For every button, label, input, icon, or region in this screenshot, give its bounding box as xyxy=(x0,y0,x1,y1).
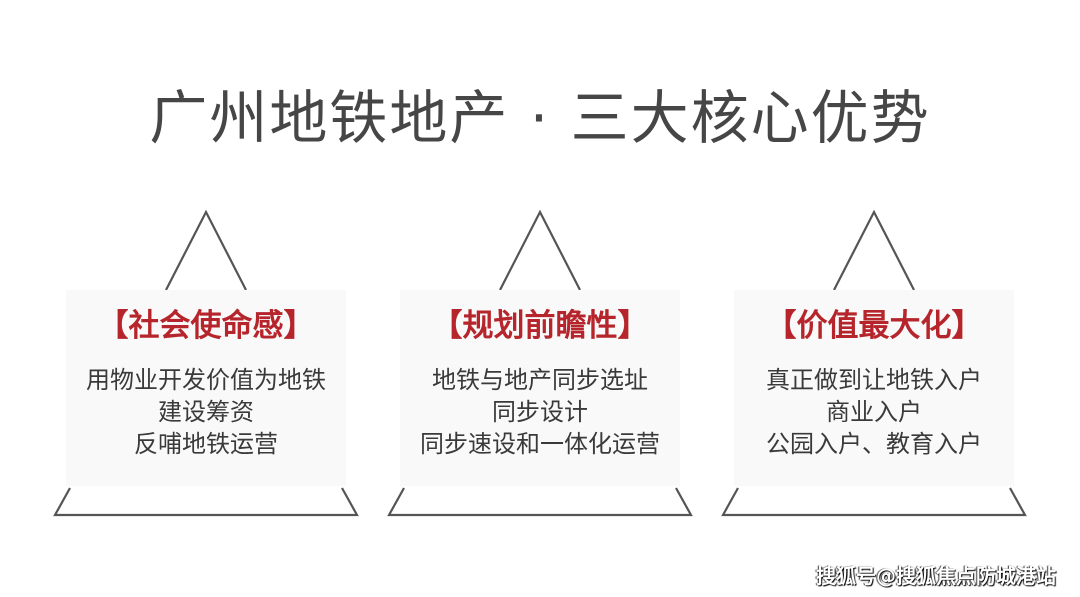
triangle-base-2 xyxy=(387,487,693,517)
triangle-apex-1 xyxy=(165,209,247,291)
pillar-line: 反哺地铁运营 xyxy=(134,430,278,458)
triangle-apex-3 xyxy=(833,209,915,291)
triangle-apex-2 xyxy=(499,209,581,291)
pillar-line: 建设筹资 xyxy=(158,398,254,426)
pillar-line: 地铁与地产同步选址 xyxy=(432,366,648,394)
slide-title: 广州地铁地产 · 三大核心优势 xyxy=(149,84,931,152)
pillar-planning-foresight: 【规划前瞻性】 地铁与地产同步选址 同步设计 同步速设和一体化运营 xyxy=(400,290,680,486)
pillar-heading: 【社会使命感】 xyxy=(97,308,315,344)
pillar-line: 同步速设和一体化运营 xyxy=(420,430,660,458)
pillar-line: 公园入户、教育入户 xyxy=(766,430,982,458)
pillar-line: 用物业开发价值为地铁 xyxy=(86,366,326,394)
pillar-heading: 【价值最大化】 xyxy=(765,308,983,344)
watermark: 搜狐号@搜狐焦点防城港站 xyxy=(816,564,1056,588)
pillar-line: 同步设计 xyxy=(492,398,588,426)
pillar-line: 商业入户 xyxy=(826,398,922,426)
triangle-base-3 xyxy=(721,487,1027,517)
pillar-heading: 【规划前瞻性】 xyxy=(431,308,649,344)
pillar-value-maximization: 【价值最大化】 真正做到让地铁入户 商业入户 公园入户、教育入户 xyxy=(734,290,1014,486)
pillar-line: 真正做到让地铁入户 xyxy=(766,366,982,394)
triangle-base-1 xyxy=(53,487,359,517)
pillar-social-mission: 【社会使命感】 用物业开发价值为地铁 建设筹资 反哺地铁运营 xyxy=(66,290,346,486)
